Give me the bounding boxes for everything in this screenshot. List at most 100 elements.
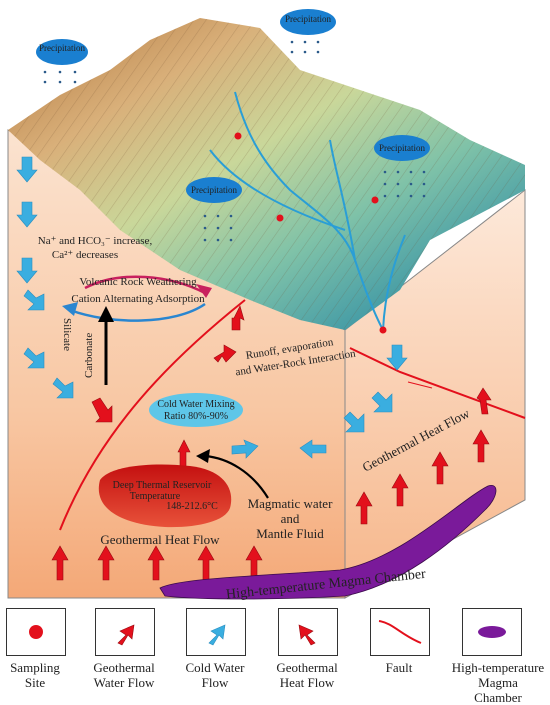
- cold-water-flow-arrow: [52, 377, 74, 399]
- weathering-arrowhead: [196, 284, 212, 298]
- magma-chamber: [159, 484, 497, 600]
- legend-box: [278, 608, 338, 656]
- sampling-sites: [234, 132, 387, 334]
- legend-line: Sampling: [10, 660, 60, 675]
- sampling-site-dot: [379, 326, 387, 334]
- magmatic-label: Magmatic water: [248, 496, 333, 511]
- geothermal-heat-flow-arrow: [472, 429, 490, 463]
- fault-icon: [378, 620, 422, 644]
- legend-box: [95, 608, 155, 656]
- legend-label: Fault: [354, 660, 444, 675]
- magma-chamber-icon: [478, 626, 506, 638]
- geothermal-heat-flow-arrow: [245, 545, 263, 581]
- weathering-arrow: [84, 275, 206, 295]
- legend-line: Chamber: [474, 690, 522, 705]
- geothermal-conceptual-model: Precipitation Precipitation Precipitatio…: [7, 9, 526, 600]
- legend-line: Magma: [478, 675, 518, 690]
- legend-box: [370, 608, 430, 656]
- precipitation-cloud: Precipitation: [186, 177, 242, 242]
- legend-label: Geothermal Heat Flow: [262, 660, 352, 690]
- legend-label: Cold Water Flow: [170, 660, 260, 690]
- geothermal-heat-flow-arrow: [51, 545, 69, 581]
- cold-water-flow-arrows: [16, 156, 408, 459]
- legend-line: High-temperature: [451, 660, 545, 675]
- magmatic-fluid-arrow: [204, 454, 269, 499]
- legend-line: Flow: [201, 675, 229, 690]
- magmatic-fluid-arrowhead: [196, 449, 210, 463]
- sampling-site-dot: [234, 132, 242, 140]
- cold-water-flow-arrow: [23, 289, 45, 311]
- heat-flow-label: Geothermal Heat Flow: [100, 532, 220, 547]
- fault-line: [59, 299, 246, 531]
- cold-water-flow-arrow: [299, 439, 327, 459]
- cold-water-mixing-zone: [149, 393, 243, 427]
- geothermal-heat-flow-arrow: [197, 545, 215, 581]
- geothermal-heat-flow-arrow: [431, 451, 449, 485]
- cold-water-flow-icon: [208, 624, 226, 646]
- sampling-site-icon: [29, 625, 43, 639]
- mixing-label: Cold Water Mixing: [157, 399, 234, 410]
- geothermal-water-flow-arrow: [213, 344, 237, 363]
- river-network: [209, 91, 406, 331]
- legend: Sampling Site Geothermal Water Flow Cold…: [0, 600, 550, 705]
- fault-displacement-mark: [407, 381, 433, 389]
- precipitation-label: Precipitation: [191, 185, 237, 195]
- reservoir-label: Temperature: [130, 491, 181, 502]
- cold-water-flow-arrow: [16, 201, 38, 228]
- precipitation-cloud: Precipitation: [36, 39, 88, 84]
- geothermal-water-flow-icon: [117, 624, 135, 646]
- sampling-site-dot: [371, 196, 379, 204]
- geothermal-heat-flow-arrow: [391, 473, 409, 507]
- geothermal-water-flow-arrow: [231, 305, 245, 331]
- reservoir-label: Deep Thermal Reservoir: [113, 480, 212, 491]
- precipitation-cloud: Precipitation: [280, 9, 336, 54]
- geothermal-heat-flow-arrow: [147, 545, 165, 581]
- legend-label: Geothermal Water Flow: [79, 660, 169, 690]
- cold-water-flow-arrow: [371, 391, 393, 413]
- mixing-ratio: Ratio 80%-90%: [164, 411, 228, 422]
- reservoir-temperature: 148-212.6°C: [166, 501, 218, 512]
- legend-line: Water Flow: [93, 675, 155, 690]
- legend-line: Geothermal: [93, 660, 155, 675]
- legend-line: Heat Flow: [279, 675, 335, 690]
- precipitation-label: Precipitation: [39, 43, 85, 53]
- weathering-label: Volcanic Rock Weathering: [79, 276, 197, 288]
- geothermal-heat-flow-arrow: [355, 491, 373, 525]
- legend-line: Geothermal: [276, 660, 338, 675]
- adsorption-label: Cation Alternating Adsorption: [71, 293, 205, 305]
- carbonate-arrowhead: [98, 306, 114, 322]
- deep-thermal-reservoir: [98, 464, 232, 528]
- legend-line: Site: [24, 675, 46, 690]
- cold-water-flow-arrow: [386, 344, 408, 371]
- magmatic-label: Mantle Fluid: [256, 526, 324, 541]
- cold-water-flow-arrow: [16, 257, 38, 284]
- legend-box: [186, 608, 246, 656]
- geothermal-heat-flow-arrow: [476, 387, 492, 415]
- geothermal-heat-flow-icon: [298, 624, 316, 646]
- cold-water-flow-arrow: [231, 439, 259, 459]
- terrain-ridges: [8, 18, 525, 330]
- geothermal-heat-flow-arrow: [97, 545, 115, 581]
- cold-water-flow-arrow: [23, 347, 45, 369]
- legend-label: High-temperature Magma Chamber: [446, 660, 550, 705]
- geothermal-water-flow-arrow: [91, 397, 113, 423]
- legend-line: Cold Water: [185, 660, 245, 675]
- sampling-site-dot: [276, 214, 284, 222]
- legend-line: Fault: [385, 660, 413, 675]
- legend-label: Sampling Site: [0, 660, 80, 690]
- ion-change-label: Ca²⁺ decreases: [52, 249, 118, 261]
- silicate-label: Silicate: [61, 318, 73, 351]
- legend-box: [462, 608, 522, 656]
- adsorption-arrowhead: [62, 302, 78, 316]
- geothermal-heat-flow-arrows: [51, 387, 492, 581]
- geothermal-water-flow-arrows: [91, 305, 245, 467]
- geothermal-water-flow-arrow: [177, 439, 191, 467]
- cold-water-flow-arrow: [16, 156, 38, 183]
- ion-change-label: Na⁺ and HCO₃⁻ increase,: [38, 235, 153, 247]
- precipitation-label: Precipitation: [379, 143, 425, 153]
- cold-water-flow-arrow: [343, 411, 365, 433]
- legend-box: [6, 608, 66, 656]
- precipitation-label: Precipitation: [285, 14, 331, 24]
- carbonate-label: Carbonate: [83, 333, 95, 378]
- adsorption-arrow: [69, 302, 206, 322]
